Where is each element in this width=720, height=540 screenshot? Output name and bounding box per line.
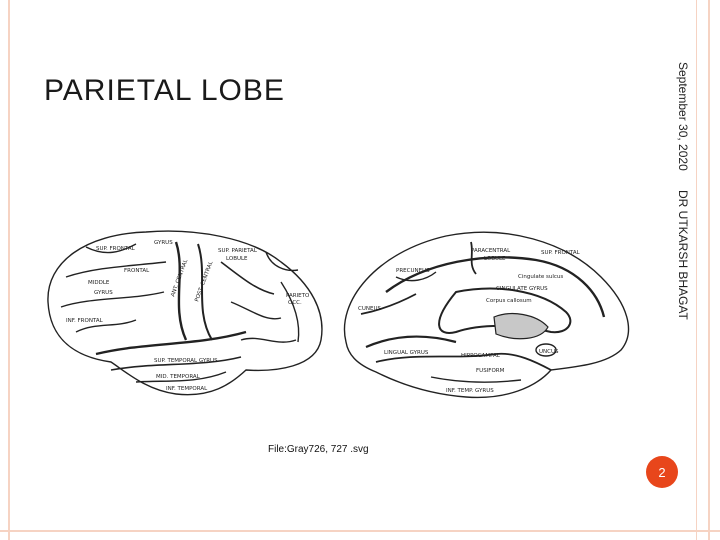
figure-caption: File:Gray726, 727 .svg bbox=[268, 444, 369, 455]
svg-text:MID. TEMPORAL: MID. TEMPORAL bbox=[156, 374, 201, 380]
frame-line-right-outer bbox=[708, 0, 710, 540]
svg-text:FRONTAL: FRONTAL bbox=[124, 268, 150, 274]
page-number-badge: 2 bbox=[646, 456, 678, 488]
medial-brain-view: PARACENTRAL LOBULE SUP. FRONTAL Cingulat… bbox=[343, 231, 630, 399]
frame-line-bottom bbox=[0, 530, 720, 532]
svg-text:SUP. PARIETAL: SUP. PARIETAL bbox=[218, 248, 258, 254]
svg-text:PARIETO: PARIETO bbox=[286, 293, 310, 299]
frame-line-left bbox=[8, 0, 10, 540]
slide-title: PARIETAL LOBE bbox=[44, 74, 285, 107]
svg-text:INF. TEMP. GYRUS: INF. TEMP. GYRUS bbox=[446, 388, 494, 394]
svg-text:CINGULATE GYRUS: CINGULATE GYRUS bbox=[496, 286, 548, 292]
svg-text:Cingulate sulcus: Cingulate sulcus bbox=[518, 274, 563, 280]
svg-text:SUP. TEMPORAL GYRUS: SUP. TEMPORAL GYRUS bbox=[154, 358, 218, 364]
svg-text:LINGUAL GYRUS: LINGUAL GYRUS bbox=[384, 350, 429, 356]
svg-text:GYRUS: GYRUS bbox=[94, 290, 113, 296]
slide-author: DR UTKARSH BHAGAT bbox=[676, 190, 690, 320]
svg-text:PRECUNEUS: PRECUNEUS bbox=[396, 268, 430, 274]
svg-text:GYRUS: GYRUS bbox=[154, 240, 173, 246]
frame-line-right-inner bbox=[696, 0, 697, 540]
svg-text:SUP. FRONTAL: SUP. FRONTAL bbox=[541, 250, 581, 256]
svg-text:CUNEUS: CUNEUS bbox=[358, 306, 381, 312]
svg-text:LOBULE: LOBULE bbox=[484, 256, 506, 262]
svg-text:LOBULE: LOBULE bbox=[226, 256, 248, 262]
svg-text:MIDDLE: MIDDLE bbox=[88, 280, 110, 286]
svg-text:PARACENTRAL: PARACENTRAL bbox=[471, 248, 511, 254]
svg-text:SUP. FRONTAL: SUP. FRONTAL bbox=[96, 246, 136, 252]
svg-text:HIPPOCAMPAL: HIPPOCAMPAL bbox=[461, 353, 501, 359]
svg-text:FUSIFORM: FUSIFORM bbox=[476, 368, 505, 374]
svg-text:Corpus callosum: Corpus callosum bbox=[486, 298, 532, 304]
brain-figure: SUP. FRONTAL GYRUS FRONTAL MIDDLE GYRUS … bbox=[36, 222, 636, 417]
svg-text:UNCUS: UNCUS bbox=[539, 349, 559, 355]
svg-text:OCC.: OCC. bbox=[288, 300, 302, 306]
brain-illustration: SUP. FRONTAL GYRUS FRONTAL MIDDLE GYRUS … bbox=[47, 230, 630, 399]
svg-text:INF. TEMPORAL: INF. TEMPORAL bbox=[166, 386, 208, 392]
slide-date: September 30, 2020 bbox=[676, 62, 690, 171]
lateral-brain-view: SUP. FRONTAL GYRUS FRONTAL MIDDLE GYRUS … bbox=[47, 230, 323, 396]
svg-text:INF. FRONTAL: INF. FRONTAL bbox=[66, 318, 104, 324]
